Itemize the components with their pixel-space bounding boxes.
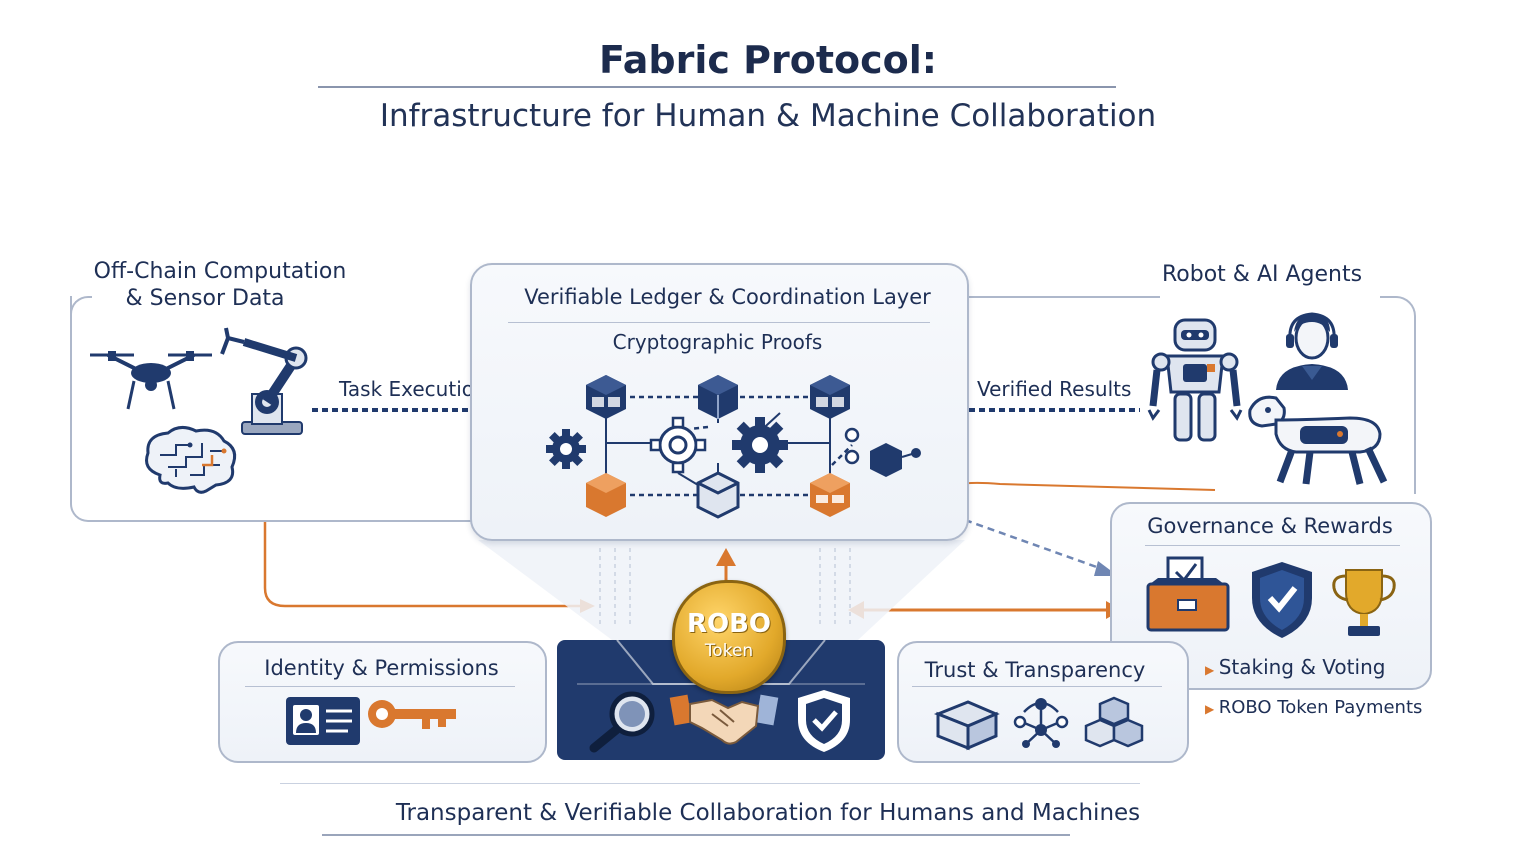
id-card-icon xyxy=(286,697,360,745)
task-execution-label: Task Execution xyxy=(339,377,487,401)
block-icon xyxy=(870,443,921,477)
handshake-icon xyxy=(669,694,779,745)
ledger-title: Verifiable Ledger & Coordination Layer xyxy=(524,285,931,309)
brain-circuit-icon xyxy=(145,426,237,494)
orange-block-icon xyxy=(810,473,850,517)
gear-icon xyxy=(649,416,707,474)
agents-panel xyxy=(1380,296,1416,494)
offchain-label-line2: & Sensor Data xyxy=(125,286,285,311)
key-icon xyxy=(368,700,456,729)
shield-check-icon xyxy=(1252,562,1312,638)
shield-check-icon xyxy=(798,690,850,752)
gear-icon xyxy=(732,417,788,473)
robo-token-coin: ROBO Token xyxy=(672,580,786,694)
footer-caption: Transparent & Verifiable Collaboration f… xyxy=(395,800,1141,826)
governance-title: Governance & Rewards xyxy=(1147,514,1393,538)
token-sub: Token xyxy=(704,641,754,661)
drone-icon xyxy=(90,351,212,410)
footer-top-rule xyxy=(280,783,1140,784)
governance-item-label: ROBO Token Payments xyxy=(1218,697,1423,718)
offchain-label-line1: Off-Chain Computation xyxy=(93,259,347,284)
network-icon xyxy=(1013,698,1069,748)
trust-title: Trust & Transparency xyxy=(924,658,1146,682)
ledger-divider xyxy=(508,322,930,323)
trust-divider xyxy=(912,686,1162,687)
page-subtitle: Infrastructure for Human & Machine Colla… xyxy=(379,98,1157,134)
block-icon xyxy=(586,375,626,419)
identity-title: Identity & Permissions xyxy=(264,656,499,680)
block-icon xyxy=(696,471,740,519)
block-icon xyxy=(698,375,738,419)
offchain-label: Off-Chain Computation & Sensor Data xyxy=(60,258,380,312)
ledger-subtitle: Cryptographic Proofs xyxy=(612,330,823,354)
orange-line-right xyxy=(944,481,1216,491)
title-divider xyxy=(318,86,1116,88)
token-name: ROBO xyxy=(686,609,772,639)
ledger-network xyxy=(546,375,921,519)
trophy-icon xyxy=(1332,569,1396,636)
gear-icon xyxy=(546,429,586,469)
orange-block-icon xyxy=(586,473,626,517)
page-title: Fabric Protocol: xyxy=(599,38,937,82)
cubes-icon xyxy=(1084,696,1144,748)
open-box-icon xyxy=(933,700,1000,751)
governance-item-label: Staking & Voting xyxy=(1218,655,1386,679)
robot-dog-icon xyxy=(1248,395,1388,485)
verified-results-label: Verified Results xyxy=(977,377,1132,401)
identity-divider xyxy=(245,686,515,687)
ballot-box-icon xyxy=(1146,556,1230,632)
governance-divider xyxy=(1145,545,1400,546)
governance-item-payments: ▶ ROBO Token Payments xyxy=(1205,697,1423,718)
gear-icon xyxy=(844,427,860,443)
humanoid-robot-icon xyxy=(1147,318,1243,442)
governance-item-staking: ▶ Staking & Voting xyxy=(1205,655,1386,679)
robotic-arm-icon xyxy=(220,327,308,435)
human-agent-icon xyxy=(1276,312,1348,390)
agents-label: Robot & AI Agents xyxy=(1162,262,1363,287)
block-icon xyxy=(810,375,850,419)
footer-rule xyxy=(322,834,1070,836)
magnifier-icon xyxy=(589,691,655,753)
gear-icon xyxy=(844,449,860,465)
